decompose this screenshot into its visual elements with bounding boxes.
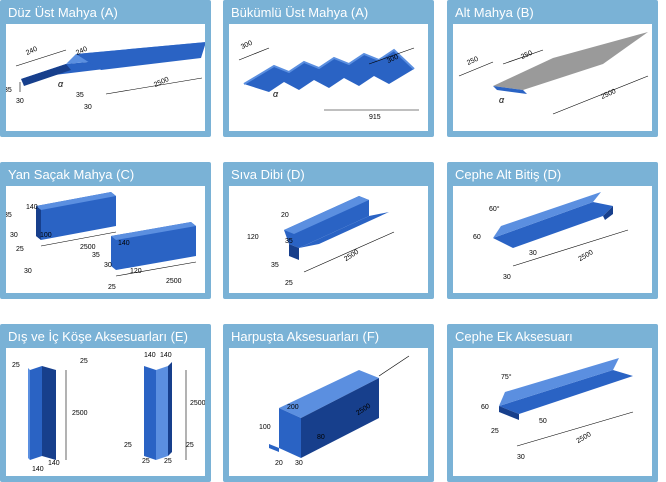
dim-label: 25 [142, 458, 150, 465]
dim-label: 100 [259, 424, 271, 431]
dim-label: 35 [6, 212, 12, 219]
dim-label: 30 [529, 250, 537, 257]
diagram-panel: 60° 60 30 2500 30 [453, 186, 652, 293]
dim-label: 35 [6, 87, 12, 94]
dim-label: 60 [473, 234, 481, 241]
dim-label: 25 [16, 246, 24, 253]
card-title: Yan Saçak Mahya (C) [8, 167, 135, 182]
diagram-panel: 25 25 2500 140 140 140 140 2500 25 25 25… [6, 348, 205, 476]
dim-label: 140 [32, 466, 44, 473]
dim-label: 30 [295, 460, 303, 467]
alpha-symbol: α [499, 95, 505, 105]
card-title: Sıva Dibi (D) [231, 167, 305, 182]
dim-label: 30 [16, 98, 24, 105]
dim-label: 30 [503, 274, 511, 281]
diagram-panel: 75° 60 25 50 2500 30 [453, 348, 652, 476]
dim-label: 140 [144, 352, 156, 359]
dim-label: 2500 [72, 410, 88, 417]
alpha-symbol: α [273, 89, 279, 99]
profile-drawing [28, 362, 187, 460]
dim-label: 2500 [166, 278, 182, 285]
dim-label: 915 [369, 114, 381, 121]
card-title: Cephe Alt Bitiş (D) [455, 167, 562, 182]
profile-drawing [36, 192, 197, 277]
dim-label: 30 [517, 454, 525, 461]
card-harpusta: Harpuşta Aksesuarları (F) 100 200 2500 8… [223, 324, 434, 482]
dim-label: 120 [130, 268, 142, 275]
card-title: Düz Üst Mahya (A) [8, 5, 118, 20]
dim-label: 60° [489, 206, 500, 213]
dim-label: 200 [287, 404, 299, 411]
dim-label: 2500 [190, 400, 205, 407]
dim-label: 30 [104, 262, 112, 269]
dim-label: 25 [80, 358, 88, 365]
card-cephe-alt-bitis: Cephe Alt Bitiş (D) 60° 60 30 2500 30 [447, 162, 658, 299]
card-siva-dibi: Sıva Dibi (D) 20 120 35 35 2500 25 [223, 162, 434, 299]
dim-label: 120 [247, 234, 259, 241]
diagram-panel: 100 200 2500 80 20 30 [229, 348, 428, 476]
dim-label: 50 [539, 418, 547, 425]
dim-label: 25 [186, 442, 194, 449]
dim-label: 25 [164, 458, 172, 465]
dim-label: 30 [10, 232, 18, 239]
dim-label: 30 [84, 104, 92, 111]
dim-label: 35 [76, 92, 84, 99]
dim-label: 60 [481, 404, 489, 411]
profile-drawing [15, 42, 205, 95]
dim-label: 80 [317, 434, 325, 441]
dim-label: 25 [124, 442, 132, 449]
dim-label: 140 [118, 240, 130, 247]
dim-label: 140 [160, 352, 172, 359]
profile-drawing [458, 32, 649, 115]
profile-drawing [238, 47, 419, 111]
dim-label: 20 [281, 212, 289, 219]
profile-drawing [284, 196, 395, 273]
dim-label: 2500 [80, 244, 96, 251]
card-bukumlu-ust-mahya: Bükümlü Üst Mahya (A) 300 300 915 α [223, 0, 434, 137]
card-title: Cephe Ek Aksesuarı [455, 329, 573, 344]
card-title: Dış ve İç Köşe Aksesuarları (E) [8, 329, 188, 344]
card-duz-ust-mahya: Düz Üst Mahya (A) 240 240 35 30 α 35 30 … [0, 0, 211, 137]
dim-label: 35 [271, 262, 279, 269]
card-cephe-ek-aksesuari: Cephe Ek Aksesuarı 75° 60 25 50 2500 30 [447, 324, 658, 482]
diagram-panel: 300 300 915 α [229, 24, 428, 131]
card-title: Harpuşta Aksesuarları (F) [231, 329, 380, 344]
profile-drawing [269, 355, 410, 458]
diagram-panel: 20 120 35 35 2500 25 [229, 186, 428, 293]
card-title: Alt Mahya (B) [455, 5, 534, 20]
dim-label: 35 [285, 238, 293, 245]
diagram-panel: 240 240 35 30 α 35 30 2500 [6, 24, 205, 131]
dim-label: 75° [501, 374, 512, 381]
dim-label: 35 [92, 252, 100, 259]
diagram-panel: 35 140 30 100 25 2500 30 35 140 30 120 2… [6, 186, 205, 293]
card-dis-ve-ic-kose: Dış ve İç Köşe Aksesuarları (E) 25 25 25… [0, 324, 211, 482]
dim-label: 140 [48, 460, 60, 467]
dim-label: 25 [12, 362, 20, 369]
dim-label: 20 [275, 460, 283, 467]
dim-label: 140 [26, 204, 38, 211]
dim-label: 25 [108, 284, 116, 291]
dim-label: 30 [24, 268, 32, 275]
diagram-panel: 250 250 2500 α [453, 24, 652, 131]
dim-label: 25 [491, 428, 499, 435]
dim-label: 25 [285, 280, 293, 287]
dim-label: 100 [40, 232, 52, 239]
card-alt-mahya: Alt Mahya (B) 250 250 2500 α [447, 0, 658, 137]
alpha-symbol: α [58, 79, 64, 89]
card-yan-sacak-mahya: Yan Saçak Mahya (C) 35 140 30 100 25 250… [0, 162, 211, 299]
profile-drawing [499, 358, 634, 447]
profile-drawing [493, 192, 629, 267]
card-title: Bükümlü Üst Mahya (A) [231, 5, 369, 20]
